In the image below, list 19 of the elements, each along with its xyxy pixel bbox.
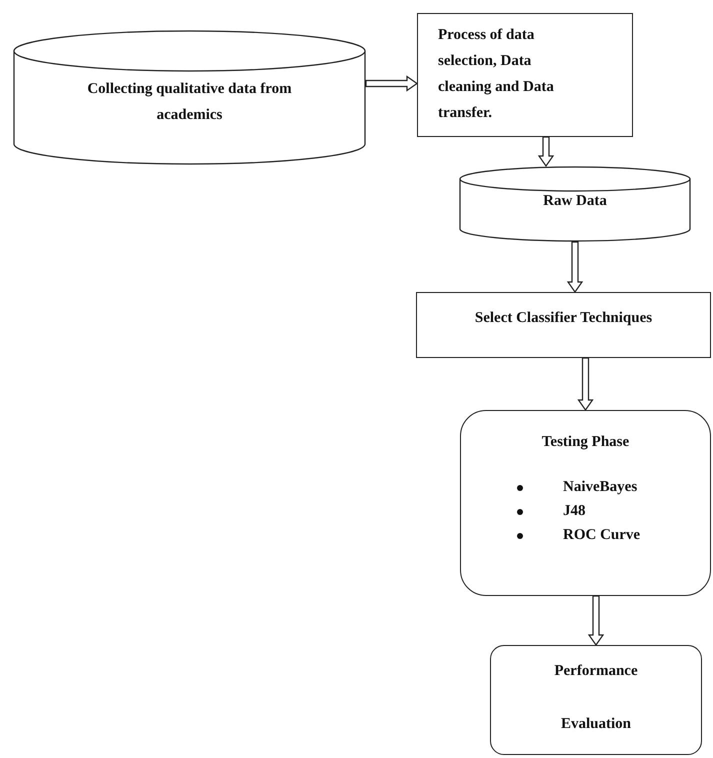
list-item: J48 xyxy=(563,502,586,522)
list-item: ROC Curve xyxy=(563,526,640,546)
rounded-box xyxy=(460,410,711,596)
node-label: Evaluation xyxy=(560,714,632,734)
process-box xyxy=(416,292,711,358)
node-label: Collecting qualitative data from academics xyxy=(86,80,293,125)
node-label: Select Classifier Techniques xyxy=(474,309,652,328)
process-box xyxy=(417,13,633,137)
block-arrow xyxy=(566,241,584,294)
block-arrow xyxy=(577,357,594,412)
block-arrow xyxy=(588,595,604,646)
node-label: Process of data selection, Data cleaning and Data transfer. xyxy=(438,26,555,123)
node-label: Performance xyxy=(554,662,638,681)
node-heading: Testing Phase xyxy=(540,433,630,452)
block-arrow xyxy=(538,136,554,168)
block-arrow xyxy=(365,75,418,92)
list-item: NaiveBayes xyxy=(563,478,638,498)
node-label: Raw Data xyxy=(543,192,607,211)
rounded-box xyxy=(490,645,702,755)
